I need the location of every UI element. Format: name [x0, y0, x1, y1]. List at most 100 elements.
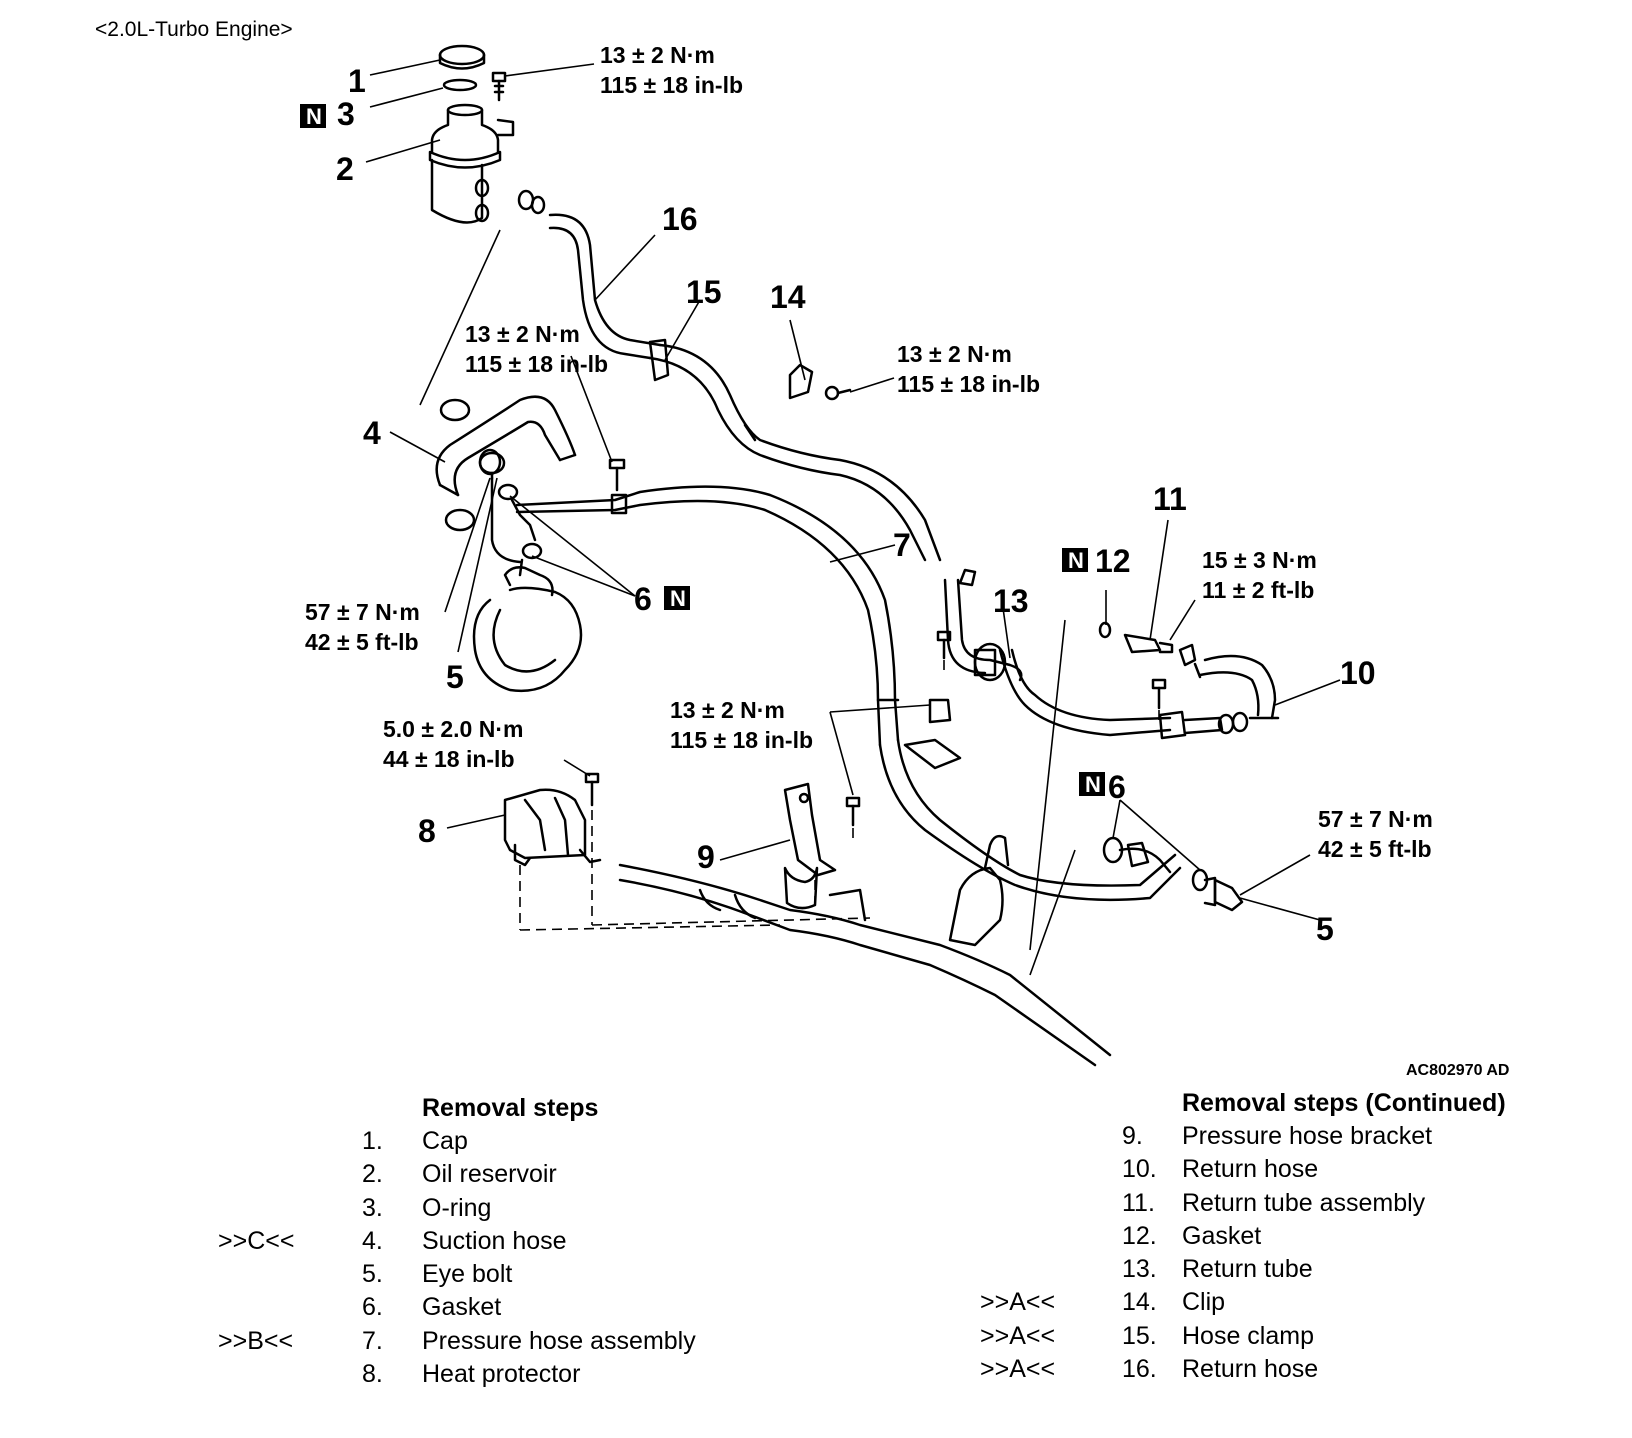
step-number: 4.	[362, 1226, 383, 1255]
callout-3: 3	[337, 96, 355, 132]
callout-10: 10	[1340, 655, 1376, 691]
callout-4: 4	[363, 415, 381, 451]
engine-variant-header: <2.0L-Turbo Engine>	[95, 18, 293, 41]
callout-13: 13	[993, 583, 1029, 619]
removal-step: 1. Cap	[0, 1125, 820, 1158]
step-label: Return hose	[1182, 1355, 1319, 1384]
svg-text:115 ± 18 in-lb: 115 ± 18 in-lb	[897, 371, 1040, 397]
torque-spec-pressure-hose-bolt: 13 ± 2 N·m 115 ± 18 in-lb	[465, 321, 608, 377]
svg-text:57 ± 7 N·m: 57 ± 7 N·m	[305, 599, 420, 625]
svg-text:N: N	[1085, 772, 1101, 797]
oil-pump	[472, 448, 583, 692]
step-label: Pressure hose bracket	[1182, 1122, 1433, 1150]
callout-15: 15	[686, 274, 722, 310]
step-number: 13.	[1122, 1255, 1157, 1284]
callout-2: 2	[336, 151, 354, 187]
step-procedure-mark: >>C<<	[218, 1226, 295, 1255]
svg-text:44 ± 18 in-lb: 44 ± 18 in-lb	[383, 746, 515, 772]
callout-6-lower: 6	[1108, 769, 1126, 805]
removal-step: >>B<<7.Pressure hose assembly	[0, 1325, 820, 1358]
svg-text:13 ± 2 N·m: 13 ± 2 N·m	[670, 697, 785, 723]
removal-step: 5. Eye bolt	[0, 1258, 820, 1291]
bracket-bolt-10	[1151, 678, 1167, 710]
removal-step: 8.Heat protector	[0, 1358, 820, 1391]
svg-text:13 ± 2 N·m: 13 ± 2 N·m	[600, 42, 715, 68]
power-steering-exploded-diagram: <2.0L-Turbo Engine>	[95, 18, 1509, 1079]
torque-spec-eye-bolt-lower: 57 ± 7 N·m 42 ± 5 ft-lb	[1318, 806, 1433, 862]
torque-spec-bracket-bolt: 13 ± 2 N·m 115 ± 18 in-lb	[670, 697, 813, 753]
removal-step: 13. Return tube	[0, 1253, 1632, 1286]
diagram-reference-code: AC802970 AD	[1406, 1062, 1509, 1079]
new-part-mark-6: N	[664, 586, 690, 611]
step-label: Cap	[422, 1127, 468, 1155]
gasket-6b	[521, 542, 543, 560]
suction-hose	[435, 395, 577, 497]
svg-text:5.0 ± 2.0 N·m: 5.0 ± 2.0 N·m	[383, 716, 523, 742]
step-label: Gasket	[1182, 1221, 1262, 1250]
svg-text:11 ± 2 ft-lb: 11 ± 2 ft-lb	[1202, 577, 1314, 603]
return-tube-bolt	[936, 630, 952, 660]
callout-5-upper: 5	[446, 659, 464, 695]
removal-step: >>A<< 16. Return hose	[0, 1353, 1632, 1386]
removal-step: >>A<<15.Hose clamp	[0, 1320, 1632, 1353]
removal-steps-right: Removal steps (Continued) 9.Pressure hos…	[0, 1087, 1632, 1386]
reservoir-cap	[438, 44, 486, 70]
pressure-hose-bolt-1	[608, 458, 626, 492]
step-number: 7.	[362, 1326, 383, 1355]
eye-bolt-lower	[1203, 876, 1244, 912]
pressure-hose-bracket	[783, 782, 837, 877]
torque-spec-heat-protector-bolt: 5.0 ± 2.0 N·m 44 ± 18 in-lb	[383, 716, 523, 772]
heat-protector	[503, 788, 602, 867]
callout-1: 1	[348, 63, 366, 99]
removal-step: >>A<<14.Clip	[0, 1286, 1632, 1319]
new-part-mark-3: N	[300, 104, 326, 129]
pressure-hose-bracket-bolt	[845, 796, 861, 827]
svg-text:42 ± 5 ft-lb: 42 ± 5 ft-lb	[305, 629, 419, 655]
step-label: Eye bolt	[422, 1260, 513, 1289]
callout-5-lower: 5	[1316, 911, 1334, 947]
return-tube-13	[943, 568, 1172, 737]
step-label: Oil reservoir	[422, 1160, 557, 1189]
step-label: Pressure hose assembly	[422, 1326, 696, 1355]
step-label: Suction hose	[422, 1226, 567, 1255]
callout-9: 9	[697, 839, 715, 875]
step-number: 5.	[362, 1260, 383, 1289]
svg-text:115 ± 18 in-lb: 115 ± 18 in-lb	[670, 727, 813, 753]
step-procedure-mark: >>A<<	[980, 1355, 1056, 1384]
step-label: Return hose	[1182, 1155, 1319, 1184]
steering-gear-box	[618, 834, 1112, 1067]
svg-text:13 ± 2 N·m: 13 ± 2 N·m	[465, 321, 580, 347]
heat-protector-bolt	[584, 772, 600, 807]
callout-14: 14	[770, 279, 806, 315]
removal-steps-title: Removal steps	[422, 1094, 599, 1122]
callout-6-upper: 6	[634, 581, 652, 617]
svg-text:N: N	[670, 586, 686, 611]
svg-text:N: N	[1068, 548, 1084, 573]
removal-step: 6.Gasket	[0, 1291, 820, 1324]
removal-step: 10. Return hose	[0, 1153, 1632, 1186]
step-number: 2.	[362, 1160, 383, 1189]
new-part-mark-6-lower: N	[1079, 772, 1105, 797]
clip-14	[788, 363, 852, 401]
svg-text:57 ± 7 N·m: 57 ± 7 N·m	[1318, 806, 1433, 832]
step-number: 1.	[362, 1127, 383, 1155]
step-label: O-ring	[422, 1193, 492, 1222]
callout-7: 7	[893, 527, 911, 563]
step-number: 14.	[1122, 1288, 1157, 1317]
svg-text:115 ± 18 in-lb: 115 ± 18 in-lb	[465, 351, 608, 377]
pressure-hose-assembly	[515, 485, 1182, 902]
removal-step: 3.O-ring	[0, 1192, 820, 1225]
step-number: 16.	[1122, 1355, 1157, 1384]
gasket-6a	[497, 483, 519, 501]
step-number: 6.	[362, 1293, 383, 1322]
oil-reservoir	[428, 103, 515, 224]
step-label: Return tube	[1182, 1255, 1313, 1284]
step-number: 12.	[1122, 1221, 1157, 1250]
removal-steps-left: Removal steps 1. Cap 2. Oil reservoir 3.O-ri…	[0, 1092, 820, 1391]
step-procedure-mark: >>A<<	[980, 1321, 1056, 1350]
reservoir-bolt	[491, 71, 507, 102]
svg-text:115 ± 18 in-lb: 115 ± 18 in-lb	[600, 72, 743, 98]
step-number: 10.	[1122, 1155, 1157, 1184]
hose-clamp-15	[648, 338, 670, 382]
step-number: 15.	[1122, 1321, 1157, 1350]
